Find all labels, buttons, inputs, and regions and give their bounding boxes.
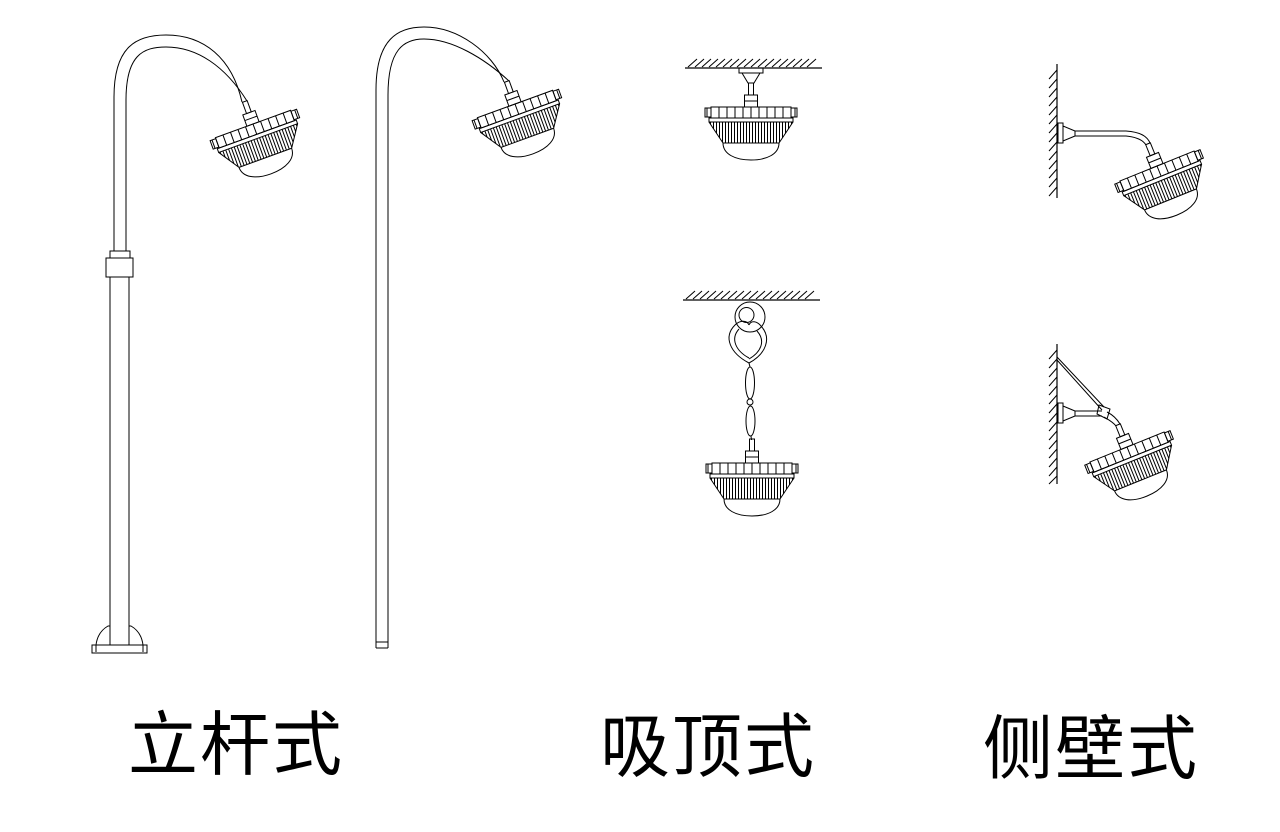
lamp-head-drawing [705, 83, 797, 160]
figure-ceiling-chain-pendant-lamp [683, 290, 820, 516]
caption-pole-mounted: 立杆式 [128, 708, 344, 785]
figure-wall-arm-lamp [1048, 64, 1220, 233]
caption-wall-mounted: 侧壁式 [983, 712, 1199, 789]
lamp-head-drawing [1105, 127, 1219, 233]
figure-ceiling-stem-lamp [685, 58, 822, 160]
lamp-head-drawing [706, 439, 798, 516]
figure-pole-lamp-with-flange-base [91, 34, 315, 654]
figure-pole-lamp-plain [375, 26, 577, 649]
figure-wall-braced-arm-lamp [1048, 344, 1190, 514]
lamp-head-drawing [464, 66, 577, 170]
lamp-head-drawing [202, 86, 315, 190]
caption-ceiling-mounted: 吸顶式 [600, 710, 816, 787]
lamp-head-drawing [1075, 408, 1189, 514]
